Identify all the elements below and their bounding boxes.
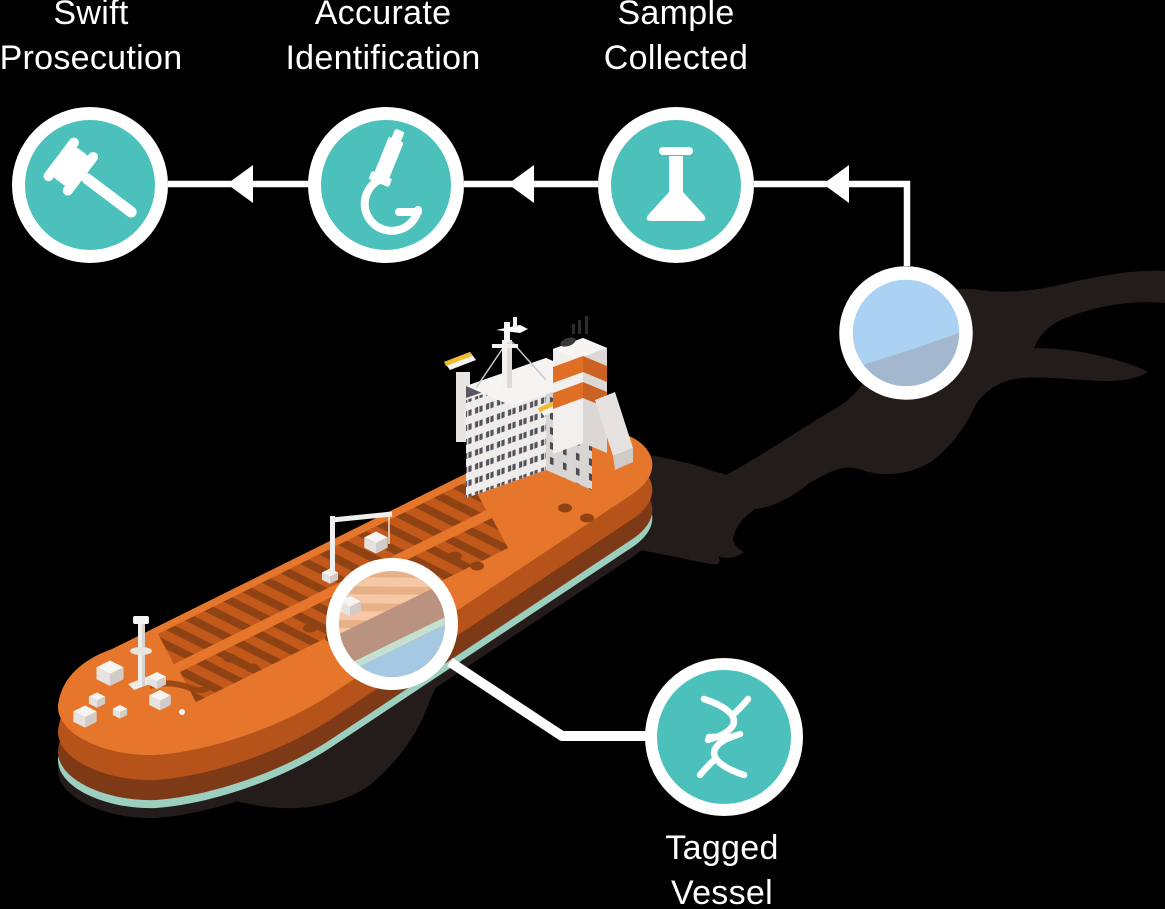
dna-icon [696,695,752,779]
label-accurate-identification: Accurate Identification [285,0,481,77]
flow-connectors [168,180,911,266]
flask-icon [646,147,706,221]
superstructure [444,316,633,498]
bridge-wing-left [444,352,472,366]
swift-prosecution-badge [12,107,168,263]
arrow-left-icon [823,165,849,203]
water-sample-circle [839,266,973,400]
deck-crane [330,511,393,574]
label-tagged-vessel: Tagged Vessel [665,829,779,909]
radar-mast [475,317,547,389]
accurate-identification-badge [308,107,464,263]
microscope-icon [360,129,422,235]
deck-boxes [73,568,339,728]
hull-magnifier-circle [326,558,458,690]
label-sample-collected: Sample Collected [603,0,749,77]
arrow-left-icon [508,165,534,203]
funnel [553,316,607,454]
sample-collected-badge [598,107,754,263]
gavel-icon [43,137,137,218]
arrow-left-icon [227,165,253,203]
flow-arrows [227,165,849,203]
label-swift-prosecution: Swift Prosecution [0,0,183,77]
tagged-vessel-badge [645,658,803,816]
magnifier-connector-line [447,657,650,741]
